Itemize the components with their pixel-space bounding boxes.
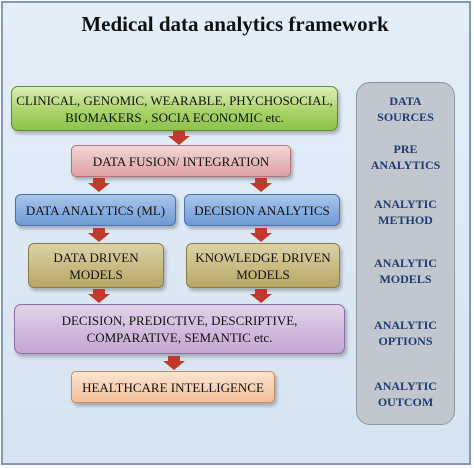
- diagram-title: Medical data analytics framework: [81, 12, 389, 36]
- arrow-down-icon: [250, 178, 272, 192]
- arrow-down-icon: [163, 356, 185, 370]
- arrow-down-icon: [168, 131, 190, 145]
- box-knowledge-driven-models: KNOWLEDGE DRIVEN MODELS: [186, 243, 340, 288]
- arrow-down-icon: [88, 289, 110, 303]
- box-decision-analytics: DECISION ANALYTICS: [184, 194, 340, 226]
- sidebar-label-pre-analytics: PRE ANALYTICS: [370, 142, 441, 172]
- arrow-down-icon: [250, 289, 272, 303]
- sidebar-label-analytic-method: ANALYTIC METHOD: [374, 197, 437, 227]
- arrow-down-icon: [88, 178, 110, 192]
- box-healthcare-intelligence: HEALTHCARE INTELLIGENCE: [71, 371, 275, 403]
- stage-sidebar: [356, 82, 455, 425]
- arrow-down-icon: [250, 228, 272, 242]
- box-data-driven-models: DATA DRIVEN MODELS: [28, 243, 164, 288]
- sidebar-label-analytic-outcome: ANALYTIC OUTCOM: [374, 379, 437, 409]
- sidebar-label-analytic-options: ANALYTIC OPTIONS: [374, 318, 437, 348]
- box-data-fusion: DATA FUSION/ INTEGRATION: [71, 145, 291, 177]
- box-data-analytics-ml: DATA ANALYTICS (ML): [15, 194, 176, 226]
- box-analytic-options: DECISION, PREDICTIVE, DESCRIPTIVE, COMPA…: [14, 304, 345, 354]
- box-data-sources: CLINICAL, GENOMIC, WEARABLE, PHYCHOSOCIA…: [11, 86, 338, 131]
- arrow-down-icon: [88, 228, 110, 242]
- sidebar-label-analytic-models: ANALYTIC MODELS: [374, 256, 437, 286]
- sidebar-label-data-sources: DATA SOURCES: [377, 94, 434, 124]
